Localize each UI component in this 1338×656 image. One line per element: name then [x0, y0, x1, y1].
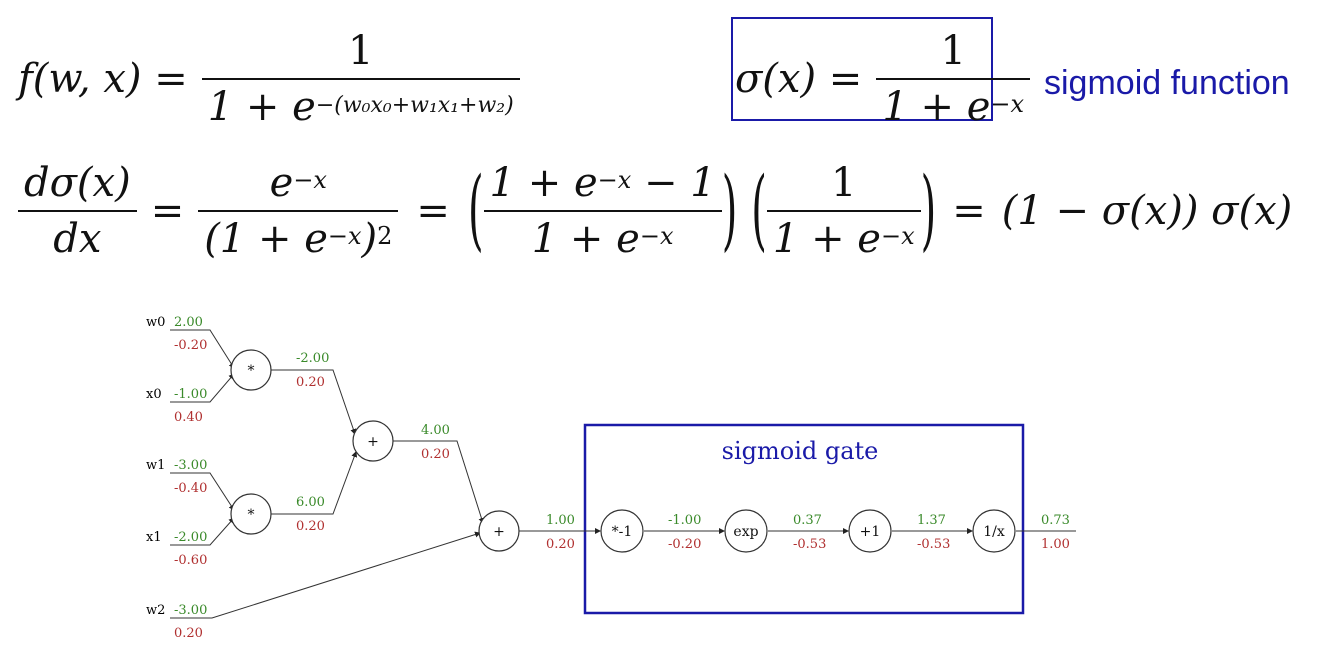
node-label-mul1: *	[248, 507, 255, 523]
f-numerator: 1	[347, 28, 374, 74]
input-value-w0: 2.00	[174, 315, 203, 330]
left-paren-2: (	[751, 160, 767, 262]
input-name-x0: x0	[146, 387, 162, 402]
input-value-x1: -2.00	[174, 530, 207, 545]
sigma-lhs: σ(x) =	[735, 56, 863, 102]
sigma-numerator: 1	[940, 28, 966, 74]
edge-labels: -2.00 0.20 6.00 0.20 4.00 0.20 1.00 0.20…	[296, 351, 1070, 552]
edge-value-mul0: -2.00	[296, 351, 329, 366]
edge-grad-mul0: 0.20	[296, 375, 325, 390]
deriv-term2a: 1 + e−x − 1 1 + e−x	[483, 160, 722, 262]
edge-grad-out: 1.00	[1041, 537, 1070, 552]
input-grad-x0: 0.40	[174, 410, 203, 425]
node-neg	[600, 509, 644, 553]
f-formula: f(w, x) = 1 1 + e−(w₀x₀+w₁x₁+w₂)	[18, 28, 520, 130]
left-paren: (	[467, 160, 484, 262]
sigmoid-function-label: sigmoid function	[1044, 64, 1290, 102]
right-paren: )	[721, 160, 738, 262]
node-inv	[972, 509, 1016, 553]
node-label-add1: +	[493, 524, 505, 540]
sigmoid-gate-box	[583, 423, 1025, 615]
f-fraction-bar	[201, 78, 520, 80]
deriv-term1: e−x (1 + e−x)2	[198, 160, 399, 262]
f-denominator: 1 + e−(w₀x₀+w₁x₁+w₂)	[207, 84, 514, 130]
input-name-x1: x1	[146, 530, 162, 545]
edge-value-plus1: 1.37	[917, 513, 946, 528]
sigma-fraction-bar	[876, 78, 1031, 80]
node-mul0	[230, 349, 272, 391]
input-name-w2: w2	[146, 603, 165, 618]
edge-value-exp: 0.37	[793, 513, 822, 528]
deriv-term2b: 1 1 + e−x	[766, 160, 921, 262]
f-fraction: 1 1 + e−(w₀x₀+w₁x₁+w₂)	[201, 28, 520, 130]
edge-grad-add1: 0.20	[546, 537, 575, 552]
node-label-exp: exp	[733, 524, 758, 540]
input-value-x0: -1.00	[174, 387, 207, 402]
input-name-w1: w1	[146, 458, 165, 473]
f-lhs: f(w, x) =	[18, 56, 188, 102]
input-grad-w1: -0.40	[174, 481, 207, 496]
derivative-formula: dσ(x) dx = e−x (1 + e−x)2 = ( 1 + e−x − …	[18, 160, 1292, 262]
input-value-w2: -3.00	[174, 603, 207, 618]
sigmoid-definition-box	[731, 17, 993, 121]
edge-value-add0: 4.00	[421, 423, 450, 438]
deriv-lhs: dσ(x) dx	[18, 160, 137, 262]
node-label-neg: *-1	[612, 524, 633, 540]
input-name-w0: w0	[146, 315, 165, 330]
node-add0	[352, 420, 394, 462]
node-label-inv: 1/x	[983, 524, 1005, 540]
sigmoid-gate-title: sigmoid gate	[722, 437, 879, 465]
edge-grad-neg: -0.20	[668, 537, 701, 552]
node-add1	[478, 510, 520, 552]
edge-value-out: 0.73	[1041, 513, 1070, 528]
input-grad-x1: -0.60	[174, 553, 207, 568]
edge-value-neg: -1.00	[668, 513, 701, 528]
right-paren-2: )	[920, 160, 937, 262]
sigma-denominator: 1 + e−x	[882, 84, 1025, 130]
input-value-w1: -3.00	[174, 458, 207, 473]
f-exponent: −(w₀x₀+w₁x₁+w₂)	[315, 93, 514, 119]
input-labels: w0 2.00 -0.20 x0 -1.00 0.40 w1 -3.00 -0.…	[146, 315, 207, 641]
deriv-result: (1 − σ(x)) σ(x)	[1001, 188, 1293, 234]
node-mul1	[230, 493, 272, 535]
node-exp	[724, 509, 768, 553]
node-plus1	[848, 509, 892, 553]
sigma-formula: σ(x) = 1 1 + e−x	[735, 28, 1031, 130]
input-grad-w0: -0.20	[174, 338, 207, 353]
edge-value-add1: 1.00	[546, 513, 575, 528]
edge-value-mul1: 6.00	[296, 495, 325, 510]
edge-grad-exp: -0.53	[793, 537, 826, 552]
input-grad-w2: 0.20	[174, 626, 203, 641]
edge-grad-mul1: 0.20	[296, 519, 325, 534]
node-label-add0: +	[367, 434, 379, 450]
node-label-plus1: +1	[860, 524, 881, 540]
node-label-mul0: *	[248, 363, 255, 379]
sigma-fraction: 1 1 + e−x	[876, 28, 1031, 130]
edge-grad-plus1: -0.53	[917, 537, 950, 552]
edge-grad-add0: 0.20	[421, 447, 450, 462]
